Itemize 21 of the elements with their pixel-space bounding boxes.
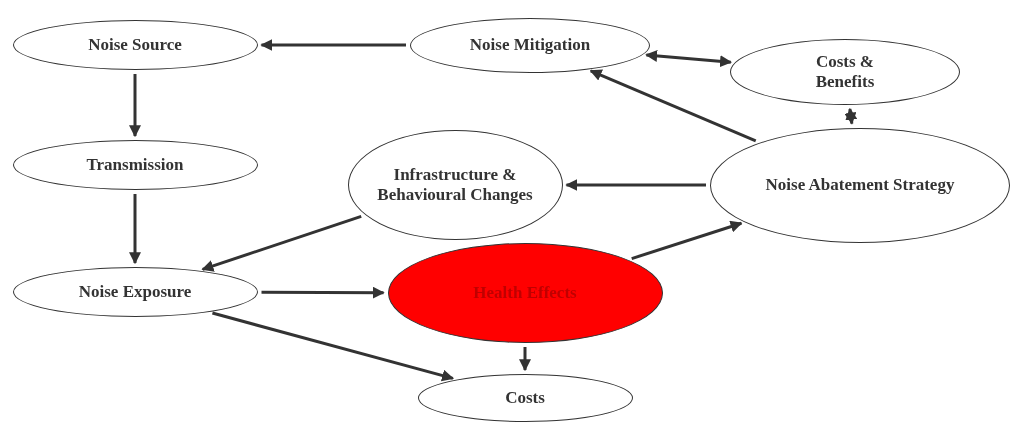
arrow xyxy=(260,39,406,51)
arrow xyxy=(129,74,141,138)
node-label: Costs & Benefits xyxy=(814,52,876,92)
arrow xyxy=(565,179,706,191)
arrow xyxy=(645,49,732,68)
arrow xyxy=(261,286,385,299)
arrow xyxy=(129,194,141,265)
node-label: Costs xyxy=(505,388,545,408)
node-label: Health Effects xyxy=(473,283,577,303)
node-label: Noise Source xyxy=(88,35,182,55)
arrow xyxy=(589,69,757,143)
arrow xyxy=(201,214,362,272)
node-label: Noise Abatement Strategy xyxy=(765,175,955,195)
node-label: Infrastructure & Behavioural Changes xyxy=(376,165,534,205)
arrow xyxy=(631,220,743,261)
arrow xyxy=(212,311,455,382)
arrow xyxy=(519,347,531,372)
node-label: Noise Mitigation xyxy=(469,35,591,55)
arrow xyxy=(844,107,858,125)
node-label: Noise Exposure xyxy=(78,282,192,302)
node-label: Transmission xyxy=(86,155,184,175)
